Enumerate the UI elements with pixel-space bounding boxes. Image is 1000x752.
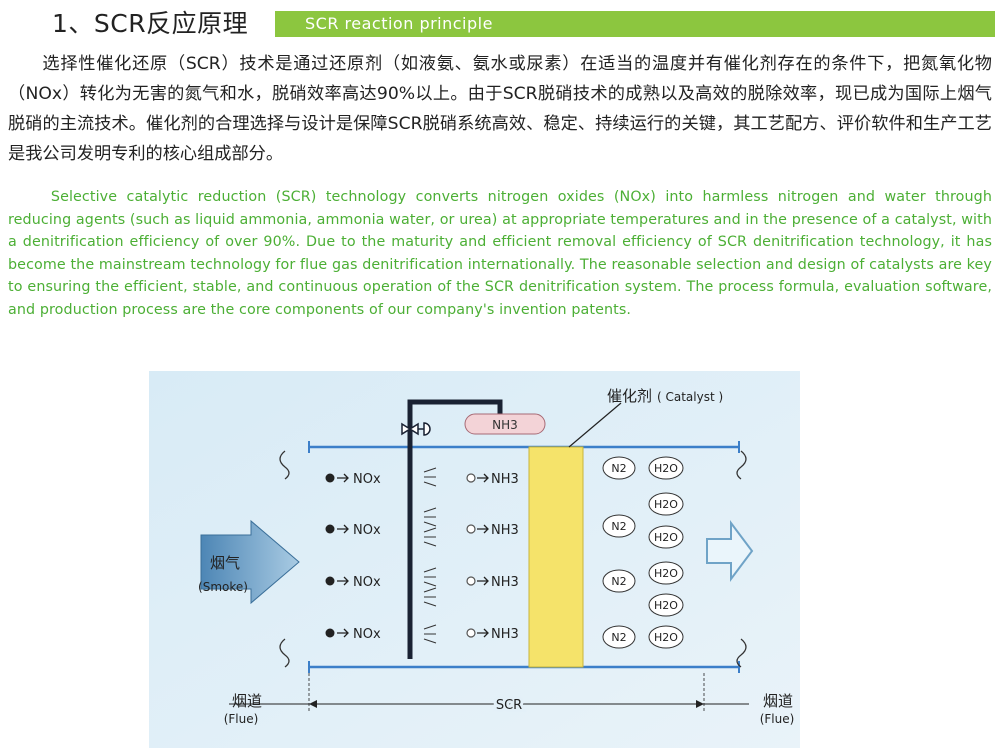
nh3-label: NH3 [491,523,519,538]
n2-label: N2 [611,631,626,644]
nox-row: NOx [325,472,381,487]
h2o-molecule: H2O [648,456,684,480]
injection-nozzles [423,467,437,644]
flue-left-en: (Flue) [224,712,259,726]
flue-right-en: (Flue) [760,712,795,726]
section-title: 1、SCR反应原理 [52,9,249,38]
dimension-arrow-left [309,700,317,708]
chinese-paragraph: 选择性催化还原（SCR）技术是通过还原剂（如液氨、氨水或尿素）在适当的温度并有催… [8,54,992,164]
nh3-label: NH3 [491,575,519,590]
scr-diagram-svg: 烟气 (Smoke) NH3 NOx [149,371,800,748]
h2o-label: H2O [654,462,678,475]
section-header: 1、SCR反应原理 SCR reaction principle [0,8,1000,40]
brace-left-top [279,450,290,480]
brace-left-bottom [279,638,290,668]
nox-label: NOx [353,627,381,642]
smoke-label-zh: 烟气 [210,554,240,572]
flue-right-zh: 烟道 [763,692,793,710]
nh3-row: NH3 [466,575,519,590]
n2-molecule: N2 [602,569,636,593]
brace-right-bottom [736,638,747,668]
h2o-molecule: H2O [648,525,684,549]
outlet-arrow [706,520,754,582]
title-bar: SCR reaction principle [275,11,995,37]
h2o-molecule: H2O [648,625,684,649]
h2o-molecule: H2O [648,492,684,516]
brace-right-top [736,450,747,480]
nh3-row: NH3 [466,472,519,487]
catalyst-pointer [568,402,622,448]
nox-label: NOx [353,575,381,590]
valve-icon [401,422,431,436]
nh3-tank-label: NH3 [492,418,518,432]
title-bar-label: SCR reaction principle [305,14,493,33]
nh3-row: NH3 [466,523,519,538]
nox-row: NOx [325,575,381,590]
n2-molecule: N2 [602,456,636,480]
n2-label: N2 [611,520,626,533]
nh3-label: NH3 [491,472,519,487]
nox-row: NOx [325,523,381,538]
h2o-label: H2O [654,531,678,544]
dimension-arrow-right [696,700,704,708]
smoke-inlet-arrow [200,519,300,605]
h2o-molecule: H2O [648,593,684,617]
n2-molecule: N2 [602,625,636,649]
nh3-label: NH3 [491,627,519,642]
nox-row: NOx [325,627,381,642]
smoke-label-en: (Smoke) [198,580,248,594]
n2-molecule: N2 [602,514,636,538]
nox-label: NOx [353,472,381,487]
n2-label: N2 [611,575,626,588]
n2-label: N2 [611,462,626,475]
catalyst-label-zh: 催化剂 [607,387,652,405]
nh3-row: NH3 [466,627,519,642]
english-paragraph: Selective catalytic reduction (SCR) tech… [8,189,992,318]
catalyst-label-en: ( Catalyst ) [657,390,723,404]
h2o-label: H2O [654,599,678,612]
h2o-label: H2O [654,498,678,511]
scr-diagram: 烟气 (Smoke) NH3 NOx [149,371,800,748]
catalyst-bed [528,446,584,668]
h2o-label: H2O [654,631,678,644]
h2o-label: H2O [654,567,678,580]
ammonia-pipe [407,399,503,659]
nox-label: NOx [353,523,381,538]
scr-label: SCR [496,698,522,713]
flue-left-zh: 烟道 [232,692,262,710]
h2o-molecule: H2O [648,561,684,585]
nh3-tank [464,413,546,435]
